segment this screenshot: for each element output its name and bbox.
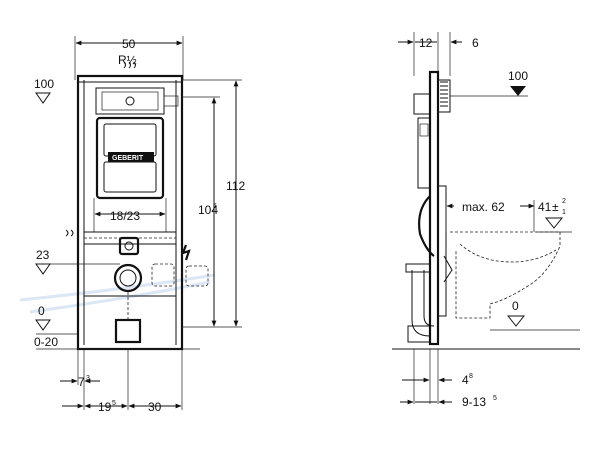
level-mid-marker: 23	[35, 248, 120, 275]
level-floor-marker: 0 0-20	[34, 304, 200, 350]
depth-top-left-label: 12	[419, 36, 433, 50]
dimension-height-upper: 104 5	[182, 96, 220, 327]
height-upper-label: 104	[198, 203, 218, 217]
side-level-top-marker: 100	[450, 69, 528, 97]
water-inlet-icon	[123, 61, 136, 69]
height-side-label: 41	[538, 200, 552, 214]
thread-label: R½	[118, 53, 137, 67]
height-side-tol-minus: 1	[562, 209, 566, 216]
dimension-top-depth: 12 6	[398, 32, 479, 76]
level-mid-label: 23	[36, 248, 50, 262]
offset-left-label: 19	[98, 400, 112, 414]
dimension-max: max. 62	[445, 200, 535, 232]
level-floor-label: 0	[38, 304, 45, 318]
front-view: 50 R½ 100 GEBERIT	[34, 36, 245, 414]
dimension-height: 112	[182, 79, 245, 328]
height-side-tol-plus: 2	[562, 198, 566, 205]
level-top-label: 100	[34, 77, 54, 91]
side-level-floor-marker: 0	[392, 299, 580, 350]
offset-small-sup: 3	[86, 375, 90, 382]
electrical-icon	[181, 244, 191, 261]
depth-bottom-sup: 8	[469, 373, 473, 380]
range-bottom-sup: 5	[493, 395, 497, 402]
brand-logo: GEBERIT	[112, 155, 144, 162]
flush-width-label: 18/23	[110, 209, 140, 223]
offset-left-sup: 5	[112, 400, 116, 407]
height-upper-sup: 5	[213, 203, 217, 210]
level-range-label: 0-20	[34, 335, 58, 349]
side-level-top-label: 100	[508, 69, 528, 83]
level-top-marker: 100	[34, 77, 54, 104]
dimension-bottom: 7 3 19 5 30	[60, 349, 183, 414]
side-level-floor-label: 0	[512, 299, 519, 313]
side-view: 12 6 100	[392, 32, 580, 409]
water-supply-icon	[65, 229, 74, 237]
side-frame	[405, 70, 453, 346]
dimension-width: 50	[74, 36, 184, 80]
height-label: 112	[226, 179, 245, 193]
height-side-tolerance: ±	[552, 200, 559, 214]
height-side-marker: 41 ± 2 1	[536, 198, 572, 233]
range-bottom-label: 9-13	[462, 395, 486, 409]
wc-bowl	[450, 231, 561, 319]
offset-small-label: 7	[78, 375, 85, 389]
frame: GEBERIT 18/23	[76, 74, 209, 351]
depth-top-right-label: 6	[472, 36, 479, 50]
side-dimension-bottom: 4 8 9-13 5	[400, 349, 497, 409]
width-label: 50	[122, 37, 136, 51]
depth-bottom-label: 4	[462, 373, 469, 387]
max-label: max. 62	[462, 200, 505, 214]
offset-right-label: 30	[148, 400, 162, 414]
